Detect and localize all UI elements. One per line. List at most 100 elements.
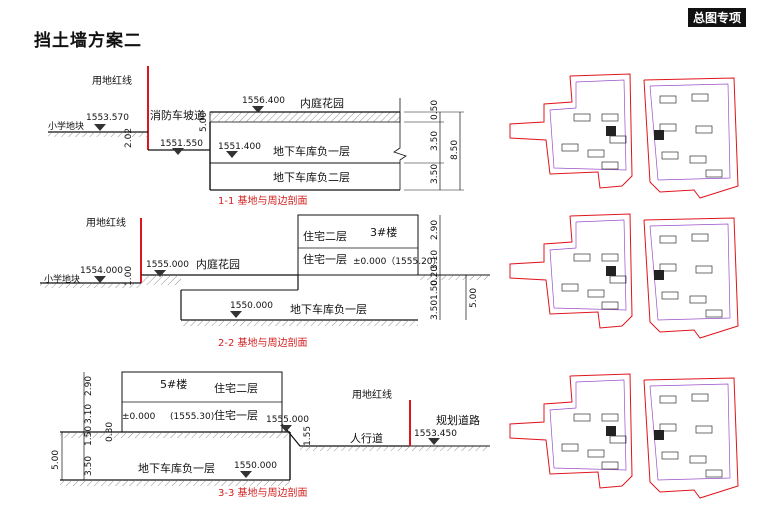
site-plan-3 (509, 373, 739, 499)
s3-elev-edge: 1555.000 (266, 415, 309, 425)
building-footprint (601, 113, 619, 122)
s2-res2: 住宅二层 (303, 229, 347, 243)
building-footprint (601, 161, 619, 170)
s3-elev-b1: 1550.000 (234, 461, 277, 471)
svg-text:1.50: 1.50 (84, 426, 94, 446)
s2-bldg: 3#楼 (370, 225, 397, 239)
building-footprint (609, 135, 627, 144)
svg-text:0.20: 0.20 (430, 266, 440, 286)
s2-caption: 2-2 基地与周边剖面 (218, 336, 308, 349)
s1-school-elev: 1553.570 (86, 113, 129, 123)
section-2-2: 用地红线 小学地块 1554.000 1.00 1555.000 内庭花园 住宅… (40, 214, 490, 349)
building-footprint (601, 461, 619, 470)
s3-road: 规划道路 (436, 413, 480, 427)
s2-elev-garden: 1555.000 (146, 260, 189, 270)
building-footprint (561, 283, 579, 292)
section-3-3: 5#楼 住宅二层 ±0.000 (1555.30) 住宅一层 1555.000 … (51, 371, 490, 499)
building-footprint (691, 233, 709, 242)
building-footprint (705, 169, 723, 178)
s1-b2: 地下车库负二层 (273, 170, 350, 184)
s2-elev-b1: 1550.000 (230, 301, 273, 311)
building-footprint (587, 289, 605, 298)
svg-text:2.90: 2.90 (430, 220, 440, 240)
building-footprint (695, 265, 713, 274)
s2-redline-label: 用地红线 (86, 216, 126, 229)
building-footprint (689, 155, 707, 164)
s1-b1: 地下车库负一层 (273, 144, 350, 158)
site-boundary-right (643, 77, 739, 199)
section-1-1: 用地红线 小学地块 1553.570 2.02 5.00 消防车坡道 1556.… (48, 66, 464, 207)
s2-school-elev: 1554.000 (80, 266, 123, 276)
building-footprint (561, 443, 579, 452)
s2-garden: 内庭花园 (196, 257, 240, 271)
s1-elev-b1: 1551.400 (218, 142, 261, 152)
s3-res1-elev: ±0.000 (122, 412, 156, 422)
building-footprint (601, 301, 619, 310)
svg-text:2.02: 2.02 (124, 128, 134, 148)
building-footprint (601, 253, 619, 262)
site-plan-2 (509, 213, 739, 339)
svg-text:5.00: 5.00 (51, 450, 61, 470)
svg-text:2.90: 2.90 (84, 376, 94, 396)
svg-text:5.00: 5.00 (469, 288, 479, 308)
building-footprint (659, 395, 677, 404)
s3-caption: 3-3 基地与周边剖面 (218, 486, 308, 499)
building-highlight (654, 130, 664, 140)
s1-fire-lane: 消防车坡道 (150, 108, 205, 122)
s1-garden: 内庭花园 (300, 96, 344, 110)
site-boundary-left (509, 73, 633, 189)
building-footprint (587, 449, 605, 458)
s3-redline-label: 用地红线 (352, 388, 392, 401)
svg-text:1.55: 1.55 (303, 426, 313, 446)
svg-text:5.00: 5.00 (199, 112, 209, 132)
building-footprint (573, 413, 591, 422)
building-highlight (606, 426, 616, 436)
s2-school-label: 小学地块 (44, 273, 80, 285)
section-badge: 总图专项 (687, 8, 746, 27)
site-plans (509, 73, 739, 499)
building-footprint (573, 253, 591, 262)
svg-text:0.50: 0.50 (430, 100, 440, 120)
s1-school-label: 小学地块 (48, 120, 84, 132)
building-footprint (573, 113, 591, 122)
svg-text:3.10: 3.10 (84, 404, 94, 424)
s3-res1-elev2: (1555.30) (170, 412, 214, 422)
s3-road-elev: 1553.450 (414, 429, 457, 439)
s1-caption: 1-1 基地与周边剖面 (218, 194, 308, 207)
site-boundary-right (643, 217, 739, 339)
s3-sidewalk: 人行道 (350, 431, 383, 445)
building-highlight (606, 126, 616, 136)
site-boundary-left (509, 213, 633, 329)
building-highlight (606, 266, 616, 276)
building-footprint (705, 469, 723, 478)
building-footprint (659, 263, 677, 272)
building-footprint (659, 95, 677, 104)
site-plan-1 (509, 73, 739, 199)
svg-text:3.50: 3.50 (430, 164, 440, 184)
building-footprint (587, 149, 605, 158)
page-title: 挡土墙方案二 (34, 31, 142, 51)
building-footprint (659, 423, 677, 432)
building-footprint (659, 235, 677, 244)
building-footprint (689, 295, 707, 304)
building-footprint (661, 451, 679, 460)
svg-text:1.00: 1.00 (124, 266, 134, 286)
svg-text:3.50: 3.50 (430, 300, 440, 320)
building-footprint (689, 455, 707, 464)
s3-b1: 地下车库负一层 (138, 461, 215, 475)
building-footprint (695, 425, 713, 434)
building-footprint (705, 309, 723, 318)
site-boundary-right (643, 377, 739, 499)
s2-res1-elev: ±0.000（1555.20） (353, 256, 442, 267)
s1-redline-label: 用地红线 (92, 74, 132, 87)
s2-b1: 地下车库负一层 (290, 302, 367, 316)
svg-text:3.10: 3.10 (430, 250, 440, 270)
s3-bldg: 5#楼 (160, 377, 187, 391)
building-footprint (661, 291, 679, 300)
svg-text:8.50: 8.50 (450, 140, 460, 160)
svg-text:0.30: 0.30 (105, 422, 115, 442)
svg-text:3.50: 3.50 (84, 456, 94, 476)
s1-elev-mid: 1551.550 (160, 139, 203, 149)
building-highlight (654, 270, 664, 280)
